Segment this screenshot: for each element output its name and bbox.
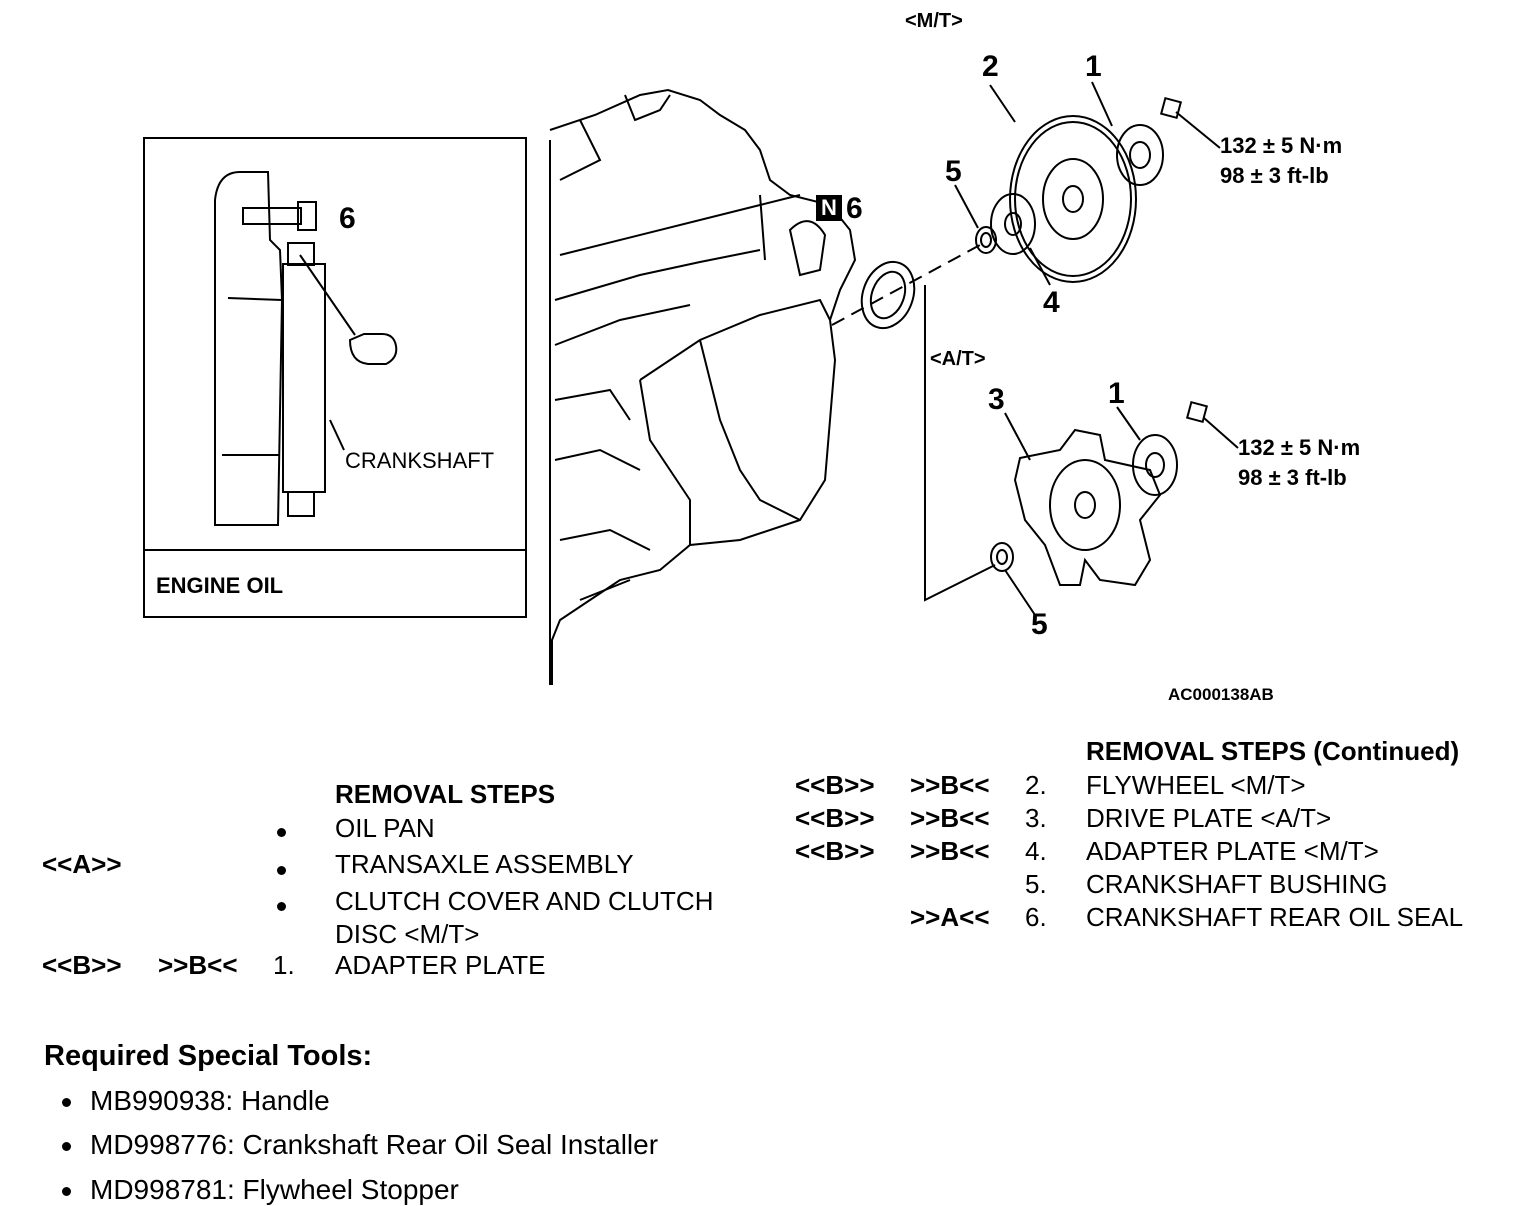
tool-bullet	[62, 1098, 71, 1107]
inset-frame	[143, 137, 527, 618]
step-text: CRANKSHAFT REAR OIL SEAL	[1086, 902, 1464, 932]
step-text: DRIVE PLATE <A/T>	[1086, 803, 1332, 833]
inset-callout-6: 6	[339, 202, 356, 235]
install-ref: >>B<<	[158, 950, 238, 980]
new-part-badge: N	[816, 195, 842, 221]
removal-ref: <<B>>	[42, 950, 122, 980]
torque-at: 132 ± 5 N·m 98 ± 3 ft-lb	[1238, 433, 1360, 493]
step-number: 5.	[1025, 869, 1047, 899]
removal-steps-continued-title: REMOVAL STEPS (Continued)	[1086, 736, 1460, 766]
at-label: <A/T>	[930, 348, 986, 370]
tool-text: MD998781: Flywheel Stopper	[90, 1174, 459, 1205]
step-number: 6.	[1025, 902, 1047, 932]
crankshaft-label: CRANKSHAFT	[345, 448, 495, 473]
removal-ref: <<B>>	[795, 803, 875, 833]
install-ref: >>B<<	[910, 803, 990, 833]
install-ref: >>B<<	[910, 770, 990, 800]
callout-at-5: 5	[1031, 608, 1048, 641]
removal-ref: <<B>>	[795, 836, 875, 866]
callout-seal-6: 6	[846, 192, 863, 225]
tool-bullet	[62, 1142, 71, 1151]
tool-text: MD998776: Crankshaft Rear Oil Seal Insta…	[90, 1129, 659, 1160]
step-number: 3.	[1025, 803, 1047, 833]
callout-mt-4: 4	[1043, 286, 1060, 319]
engine-oil-label: ENGINE OIL	[156, 573, 284, 598]
step-bullet	[277, 902, 286, 911]
removal-ref: <<B>>	[795, 770, 875, 800]
install-ref: >>B<<	[910, 836, 990, 866]
step-text: ADAPTER PLATE	[335, 950, 546, 980]
callout-at-1: 1	[1108, 377, 1125, 410]
step-text: TRANSAXLE ASSEMBLY	[335, 849, 634, 879]
torque-mt-imperial: 98 ± 3 ft-lb	[1220, 163, 1329, 188]
callout-mt-1: 1	[1085, 50, 1102, 83]
removal-steps-title: REMOVAL STEPS	[335, 779, 556, 809]
tools-title: Required Special Tools:	[44, 1040, 373, 1072]
torque-at-metric: 132 ± 5 N·m	[1238, 435, 1361, 460]
torque-at-imperial: 98 ± 3 ft-lb	[1238, 465, 1347, 490]
step-text: ADAPTER PLATE <M/T>	[1086, 836, 1379, 866]
step-number: 1.	[273, 950, 295, 980]
exploded-view-illustration	[143, 81, 1239, 685]
tool-text: MB990938: Handle	[90, 1085, 330, 1116]
removal-ref: <<A>>	[42, 849, 122, 879]
torque-mt: 132 ± 5 N·m 98 ± 3 ft-lb	[1220, 131, 1342, 191]
mt-label: <M/T>	[905, 10, 963, 32]
step-text: CRANKSHAFT BUSHING	[1086, 869, 1388, 899]
step-number: 2.	[1025, 770, 1047, 800]
step-bullet	[277, 866, 286, 875]
install-ref: >>A<<	[910, 902, 990, 932]
step-text: FLYWHEEL <M/T>	[1086, 770, 1306, 800]
step-text: CLUTCH COVER AND CLUTCH	[335, 886, 714, 916]
torque-mt-metric: 132 ± 5 N·m	[1220, 133, 1343, 158]
tool-bullet	[62, 1187, 71, 1196]
callout-mt-5: 5	[945, 155, 962, 188]
step-text: OIL PAN	[335, 813, 435, 843]
callout-at-3: 3	[988, 383, 1005, 416]
step-bullet	[277, 828, 286, 837]
callout-mt-2: 2	[982, 50, 999, 83]
step-text-line2: DISC <M/T>	[335, 919, 480, 949]
figure-id: AC000138AB	[1168, 685, 1274, 704]
step-number: 4.	[1025, 836, 1047, 866]
